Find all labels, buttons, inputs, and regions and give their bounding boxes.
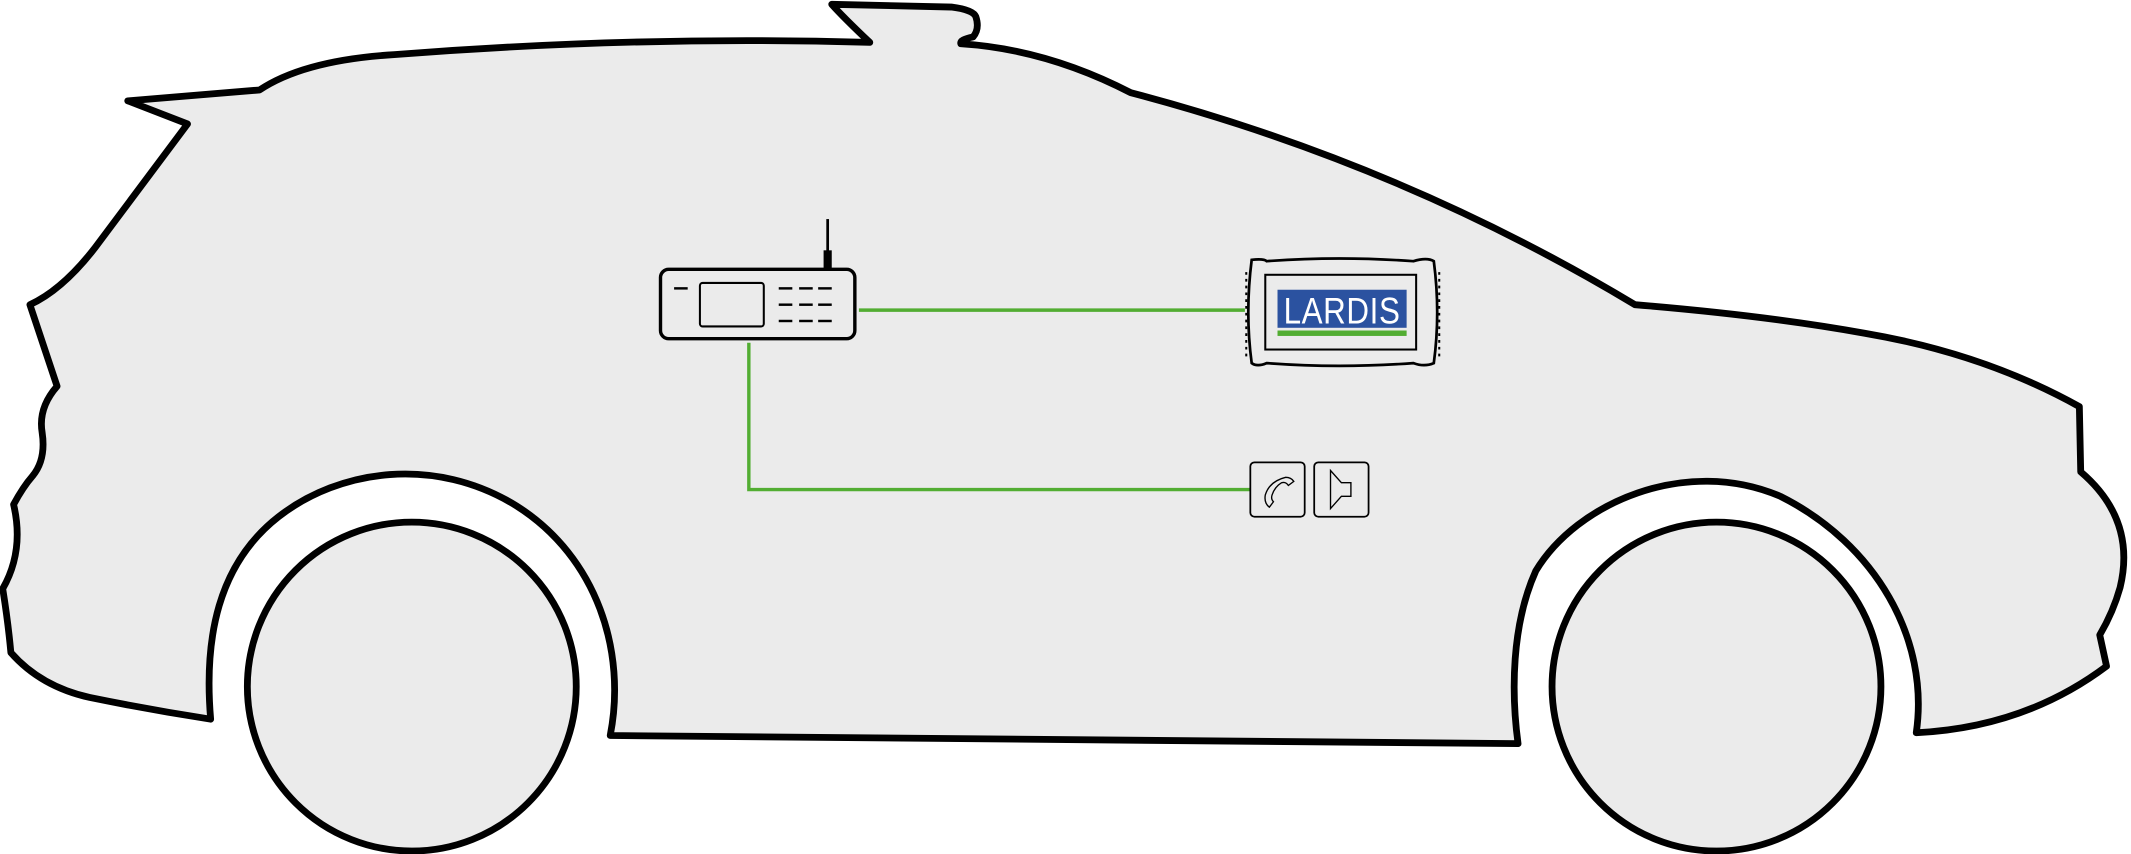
phone-handset-icon[interactable] (1249, 461, 1306, 518)
lardis-gateway-icon[interactable]: LARDIS (1245, 257, 1441, 368)
rear-wheel (244, 518, 580, 854)
front-wheel (1548, 518, 1885, 854)
lardis-logo-text: LARDIS (1284, 291, 1401, 332)
connection-radio-handset (747, 342, 1251, 492)
lardis-logo (1277, 289, 1407, 328)
speaker-icon[interactable] (1313, 461, 1370, 518)
radio-transceiver-icon[interactable] (658, 219, 857, 341)
car-body-outline (0, 0, 2128, 748)
